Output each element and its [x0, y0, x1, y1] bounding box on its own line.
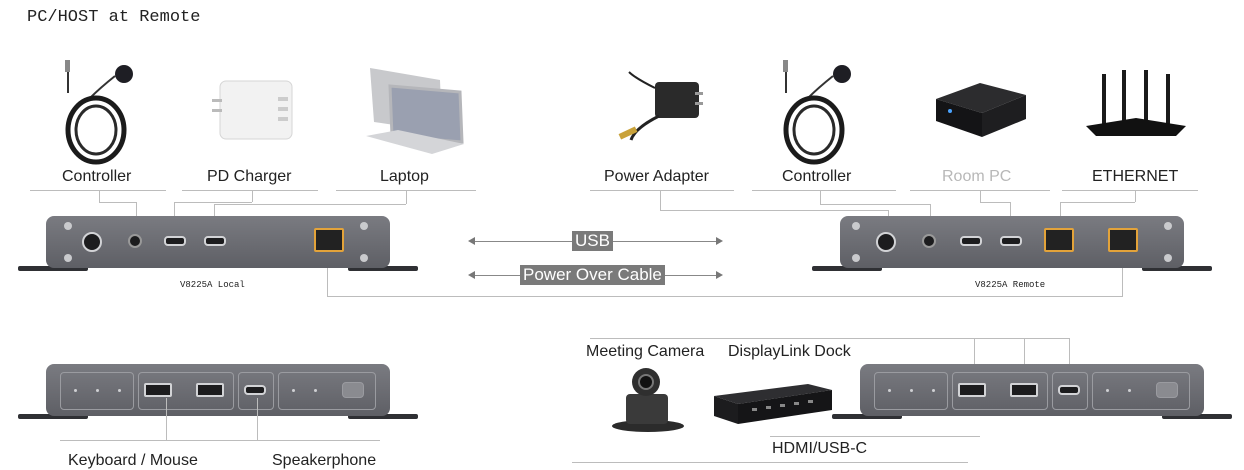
displaylink-dock-label: DisplayLink Dock — [728, 343, 851, 360]
pd-in-port — [164, 236, 186, 246]
controller-label: Controller — [782, 168, 852, 185]
usb-a-port — [1010, 383, 1038, 397]
ethernet-label: ETHERNET — [1092, 168, 1179, 185]
laptop-icon — [366, 68, 464, 154]
controller-icon — [783, 60, 851, 165]
dc-in-port — [82, 232, 102, 252]
local-unit-label: V8225A Local — [180, 280, 245, 290]
router-icon — [1086, 70, 1186, 136]
hdmi-usbc-label: HDMI/USB-C — [772, 440, 868, 457]
pd-charger-icon — [212, 80, 293, 140]
link-port — [1108, 228, 1138, 252]
pd-in-port — [960, 236, 982, 246]
meeting-camera-label: Meeting Camera — [586, 343, 705, 360]
dock-icon — [714, 384, 832, 424]
link-port — [314, 228, 344, 252]
controller-label: Controller — [62, 168, 132, 185]
lan-port — [1044, 228, 1074, 252]
usb-a-port — [196, 383, 224, 397]
aux-port — [922, 234, 936, 248]
host-port — [204, 236, 226, 246]
power-adapter-label: Power Adapter — [604, 168, 709, 185]
power-over-cable-label: Power Over Cable — [520, 265, 665, 285]
remote-unit-label: V8225A Remote — [975, 280, 1046, 290]
usb-c-port — [1058, 385, 1080, 395]
usb-a-port — [958, 383, 986, 397]
keyboard-mouse-label: Keyboard / Mouse — [68, 452, 198, 469]
room-pc-label: Room PC — [942, 168, 1012, 185]
usb-link-label: USB — [572, 231, 613, 251]
speakerphone-label: Speakerphone — [272, 452, 377, 469]
page-title: PC/HOST at Remote — [27, 8, 201, 27]
usb-c-port — [244, 385, 266, 395]
power-adapter-icon — [618, 71, 703, 141]
dc-in-port — [876, 232, 896, 252]
room-pc-icon — [936, 83, 1026, 137]
pd-charger-label: PD Charger — [207, 168, 292, 185]
aux-port — [128, 234, 142, 248]
laptop-label: Laptop — [380, 168, 429, 185]
controller-icon — [65, 60, 133, 165]
camera-icon — [612, 368, 684, 432]
host-port — [1000, 236, 1022, 246]
usb-a-port — [144, 383, 172, 397]
